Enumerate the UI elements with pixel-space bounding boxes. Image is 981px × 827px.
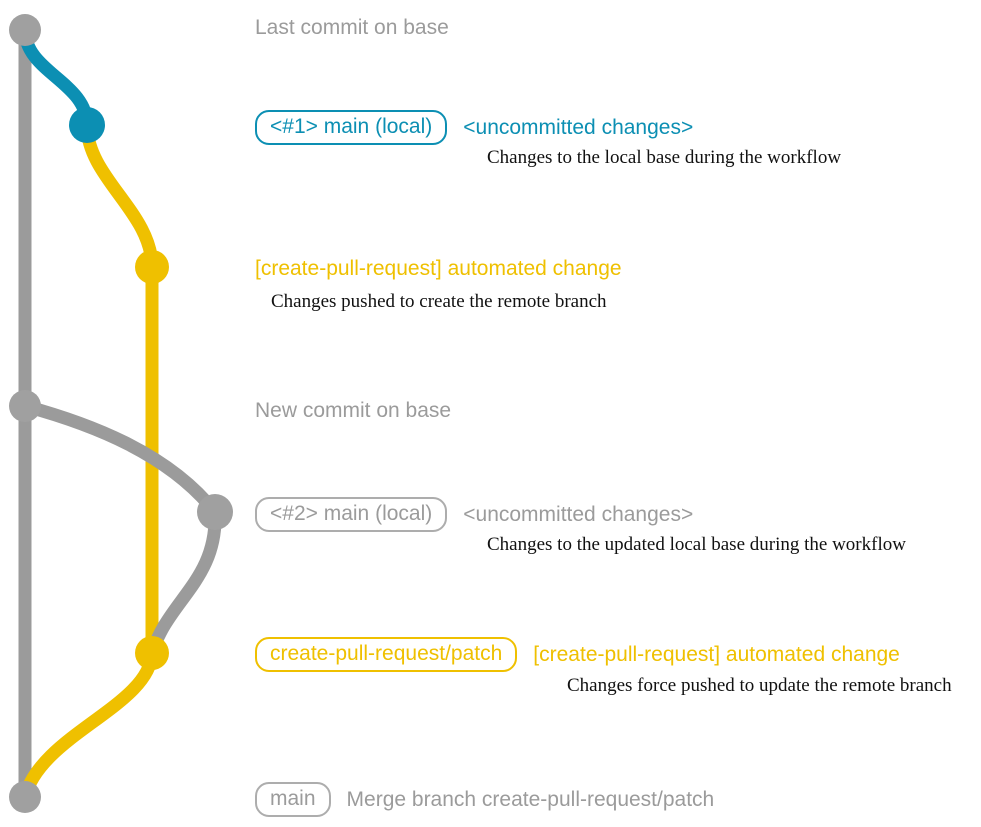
- commit-row-local-2: <#2> main (local) <uncommitted changes>: [255, 497, 693, 532]
- commit-row-local-1: <#1> main (local) <uncommitted changes>: [255, 110, 693, 145]
- commit-node-merge-main[interactable]: [9, 781, 41, 813]
- edge-patch2-to-merge: [18, 646, 159, 804]
- commit-node-local-2[interactable]: [197, 494, 233, 530]
- commit-note-patch-1: Changes pushed to create the remote bran…: [271, 291, 607, 312]
- commit-subject-patch-2: [create-pull-request] automated change: [533, 643, 900, 666]
- commit-note-patch-2: Changes force pushed to update the remot…: [567, 675, 952, 696]
- commit-heading-base-last: Last commit on base: [255, 16, 449, 39]
- edge-local1-to-patch1: [80, 118, 159, 274]
- branch-badge-main[interactable]: main: [255, 782, 331, 817]
- commit-subject-merge-main: Merge branch create-pull-request/patch: [346, 788, 715, 811]
- commit-subject-patch-1: [create-pull-request] automated change: [255, 257, 622, 280]
- edge-local2-to-patch2: [145, 505, 222, 660]
- commit-subject-local-1: <uncommitted changes>: [463, 116, 694, 139]
- commit-subject-local-2: <uncommitted changes>: [463, 503, 694, 526]
- commit-heading-base-new: New commit on base: [255, 399, 452, 422]
- commit-node-patch-1[interactable]: [135, 250, 169, 284]
- branch-badge-local-1[interactable]: <#1> main (local): [255, 110, 448, 145]
- commit-note-local-1: Changes to the local base during the wor…: [487, 147, 842, 168]
- commit-node-base-last[interactable]: [9, 14, 41, 46]
- commit-row-patch-2: create-pull-request/patch [create-pull-r…: [255, 637, 900, 672]
- edge-basenew-to-local2: [18, 399, 222, 519]
- commit-node-patch-2[interactable]: [135, 636, 169, 670]
- commit-note-local-2: Changes to the updated local base during…: [487, 534, 906, 555]
- commit-row-merge-main: main Merge branch create-pull-request/pa…: [255, 782, 714, 817]
- commit-node-base-new[interactable]: [9, 390, 41, 422]
- commit-node-local-1[interactable]: [69, 107, 105, 143]
- commit-nodes: [9, 14, 233, 813]
- branch-badge-local-2[interactable]: <#2> main (local): [255, 497, 448, 532]
- branch-badge-patch-2[interactable]: create-pull-request/patch: [255, 637, 518, 672]
